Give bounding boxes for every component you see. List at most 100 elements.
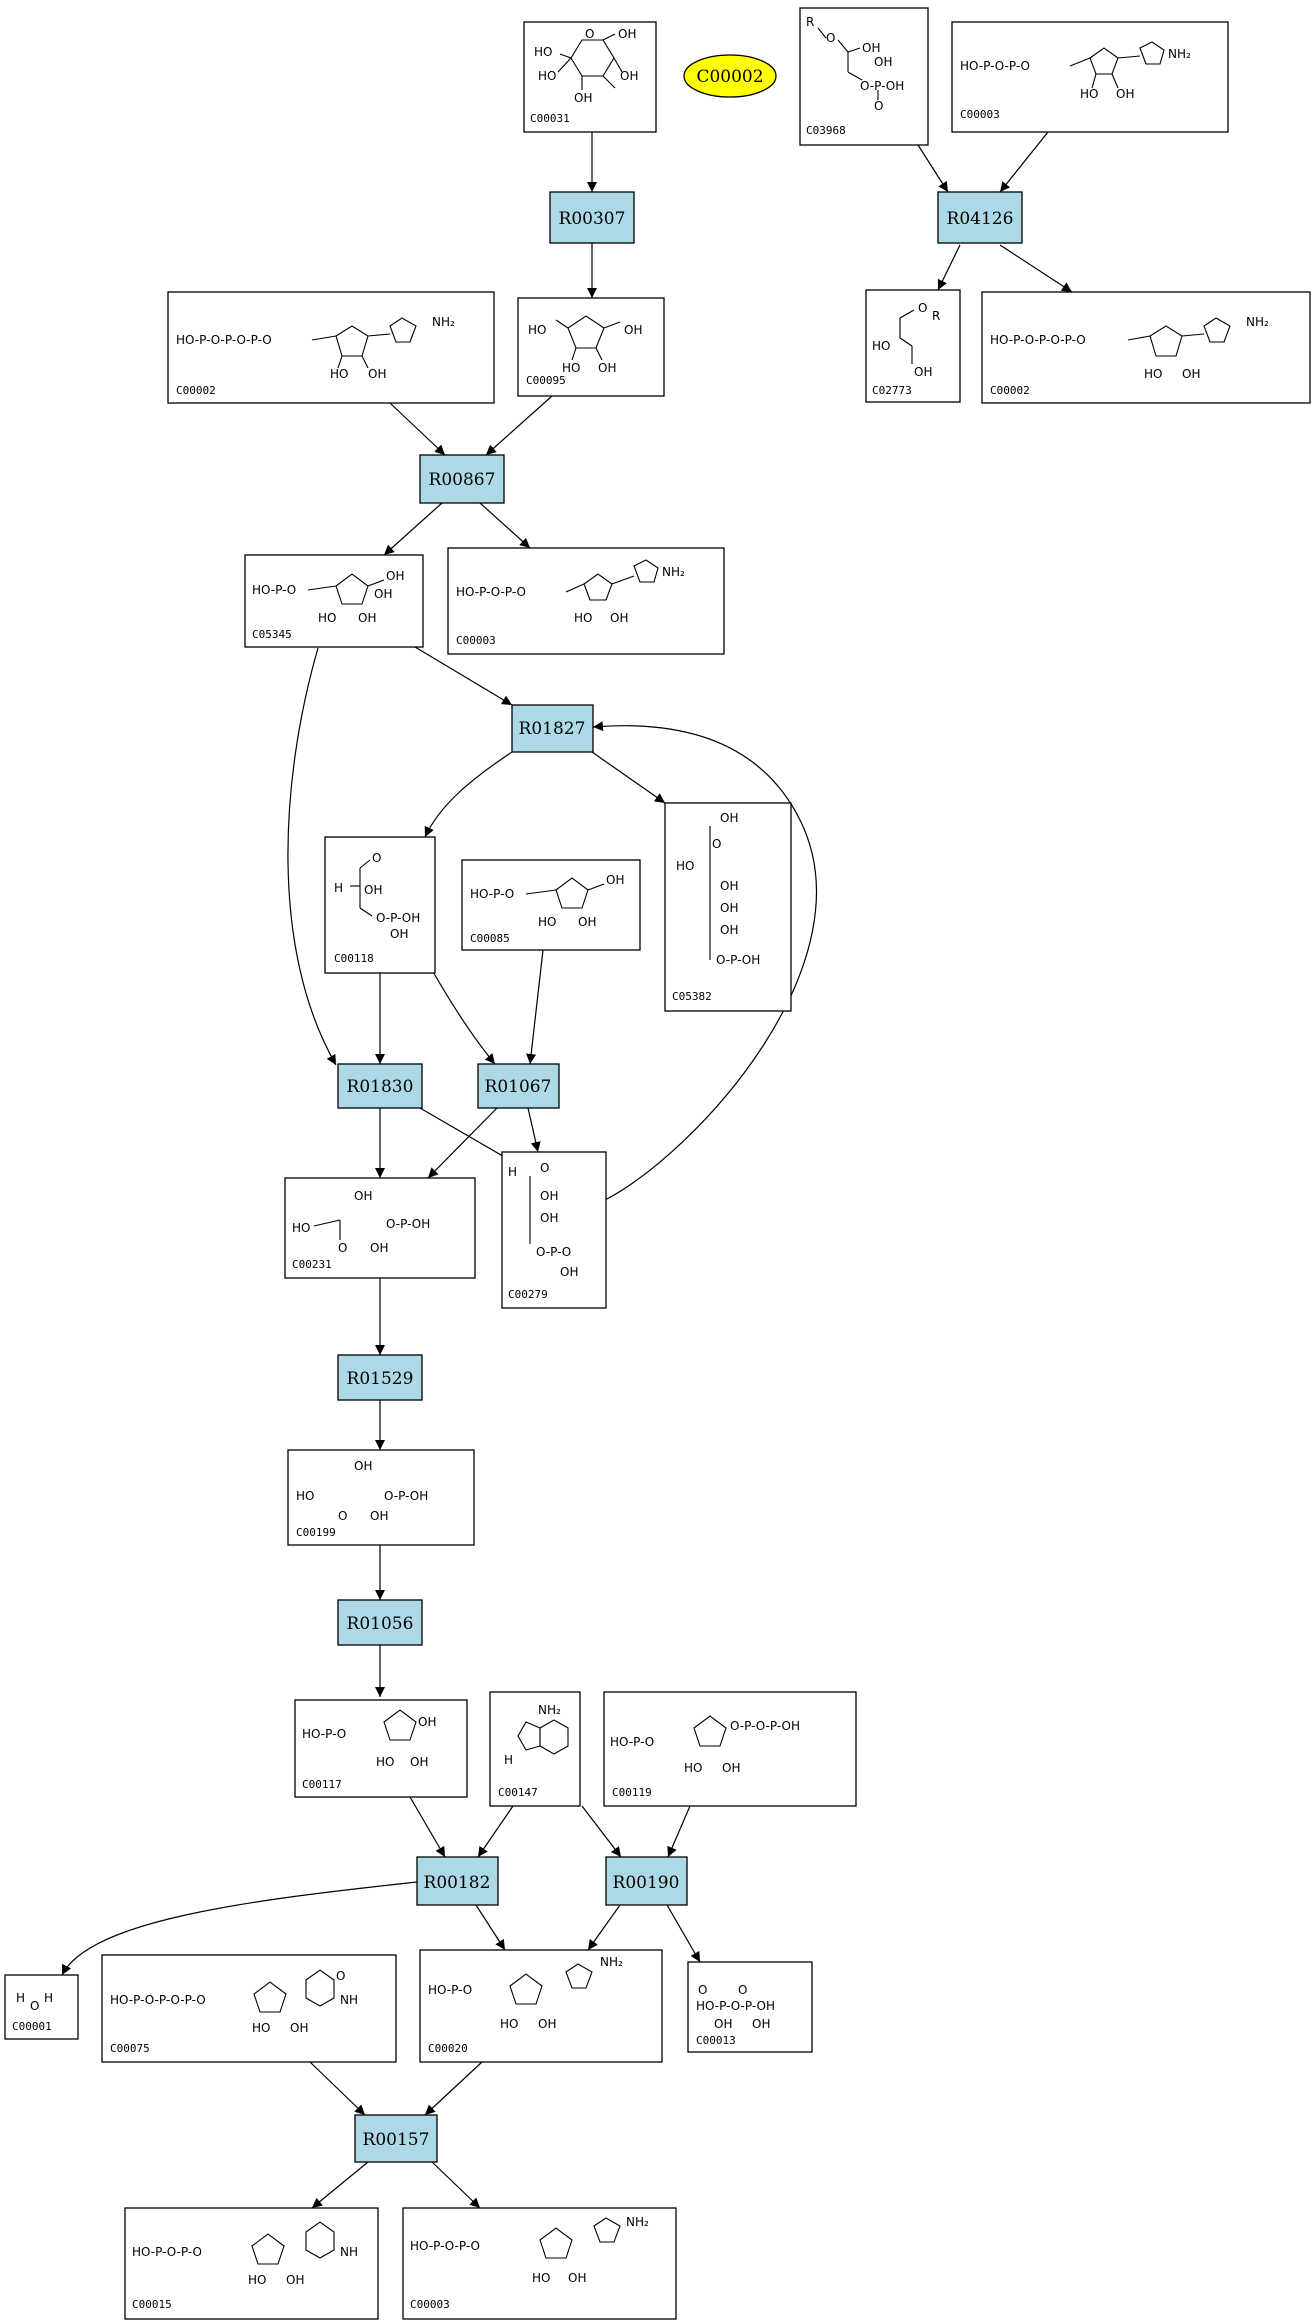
compound-id: C00147 <box>498 1786 538 1799</box>
compound-id: C00003 <box>456 634 496 647</box>
svg-text:OH: OH <box>722 1761 740 1775</box>
svg-text:O: O <box>712 837 721 851</box>
reaction-label: R01067 <box>485 1077 552 1097</box>
svg-text:O-P-OH: O-P-OH <box>376 911 420 925</box>
reaction-label: R01529 <box>347 1369 414 1389</box>
svg-text:HO: HO <box>872 339 890 353</box>
svg-text:OH: OH <box>714 2017 732 2031</box>
svg-text:OH: OH <box>290 2021 308 2035</box>
svg-text:OH: OH <box>386 569 404 583</box>
reaction-R01067[interactable]: R01067 <box>477 1063 560 1109</box>
highlight-compound[interactable]: C00002 <box>683 54 777 98</box>
svg-text:OH: OH <box>752 2017 770 2031</box>
compound-id: C00002 <box>176 384 216 397</box>
svg-text:HO-P-O-P-O: HO-P-O-P-O <box>456 585 526 599</box>
svg-text:HO: HO <box>538 915 556 929</box>
reaction-R00190[interactable]: R00190 <box>605 1856 688 1906</box>
svg-text:O: O <box>738 1983 747 1997</box>
svg-text:HO-P-O-P-O: HO-P-O-P-O <box>132 2245 202 2259</box>
svg-text:HO: HO <box>376 1755 394 1769</box>
compound-id: C05382 <box>672 990 712 1003</box>
reaction-R01056[interactable]: R01056 <box>337 1599 423 1646</box>
svg-text:HO: HO <box>684 1761 702 1775</box>
reaction-R01827[interactable]: R01827 <box>511 704 594 753</box>
svg-text:H: H <box>16 1991 25 2005</box>
compound-id: C00119 <box>612 1786 652 1799</box>
svg-text:HO: HO <box>574 611 592 625</box>
svg-text:O: O <box>540 1161 549 1175</box>
reaction-R00157[interactable]: R00157 <box>354 2114 438 2163</box>
svg-text:OH: OH <box>286 2273 304 2287</box>
reaction-label: R00182 <box>424 1873 491 1893</box>
reaction-R04126[interactable]: R04126 <box>937 191 1023 244</box>
compound-id: C05345 <box>252 628 292 641</box>
compound-id: C00117 <box>302 1778 342 1791</box>
svg-text:HO: HO <box>318 611 336 625</box>
svg-text:HO-P-O-P-O: HO-P-O-P-O <box>410 2239 480 2253</box>
svg-text:OH: OH <box>578 915 596 929</box>
svg-text:HO-P-O-P-O-P-O: HO-P-O-P-O-P-O <box>990 333 1086 347</box>
svg-text:OH: OH <box>606 873 624 887</box>
svg-text:NH₂: NH₂ <box>538 1703 561 1717</box>
reaction-R00867[interactable]: R00867 <box>419 454 505 504</box>
svg-text:OH: OH <box>624 323 642 337</box>
compound-id: C00020 <box>428 2042 468 2055</box>
svg-text:OH: OH <box>720 923 738 937</box>
highlight-ellipse <box>683 54 777 98</box>
svg-text:OH: OH <box>720 901 738 915</box>
svg-text:O-P-OH: O-P-OH <box>860 79 904 93</box>
svg-text:HO-P-O-P-O: HO-P-O-P-O <box>960 59 1030 73</box>
structure-glucose <box>557 33 623 90</box>
compound-id: C00279 <box>508 1288 548 1301</box>
svg-text:OH: OH <box>610 611 628 625</box>
compound-id: C00003 <box>960 108 1000 121</box>
svg-text:NH₂: NH₂ <box>662 565 685 579</box>
compound-C00001[interactable]: HOH C00001 <box>4 1974 79 2040</box>
svg-text:OH: OH <box>354 1189 372 1203</box>
svg-text:NH₂: NH₂ <box>600 1955 623 1969</box>
svg-text:HO: HO <box>330 367 348 381</box>
reaction-label: R00190 <box>613 1873 680 1893</box>
svg-text:HO: HO <box>528 323 546 337</box>
reaction-label: R04126 <box>947 209 1014 229</box>
svg-text:OH: OH <box>538 2017 556 2031</box>
svg-text:OH: OH <box>568 2271 586 2285</box>
reaction-R00307[interactable]: R00307 <box>549 191 635 244</box>
svg-text:HO-P-O: HO-P-O <box>252 583 296 597</box>
compound-C00118[interactable]: OH OHO-P-OH OH C00118 <box>324 836 436 974</box>
svg-text:NH₂: NH₂ <box>432 315 455 329</box>
reaction-R01529[interactable]: R01529 <box>337 1354 423 1401</box>
svg-text:HO: HO <box>248 2273 266 2287</box>
svg-text:OH: OH <box>874 55 892 69</box>
svg-text:OH: OH <box>862 41 880 55</box>
reaction-R01830[interactable]: R01830 <box>337 1063 423 1109</box>
svg-text:O-P-OH: O-P-OH <box>386 1217 430 1231</box>
compound-id: C02773 <box>872 384 912 397</box>
svg-text:H: H <box>44 1991 53 2005</box>
reaction-R00182[interactable]: R00182 <box>416 1856 499 1906</box>
svg-text:NH₂: NH₂ <box>1168 47 1191 61</box>
compound-C00003-mid[interactable]: HO-P-O-P-O NH₂ HO OH C00003 <box>447 547 725 655</box>
